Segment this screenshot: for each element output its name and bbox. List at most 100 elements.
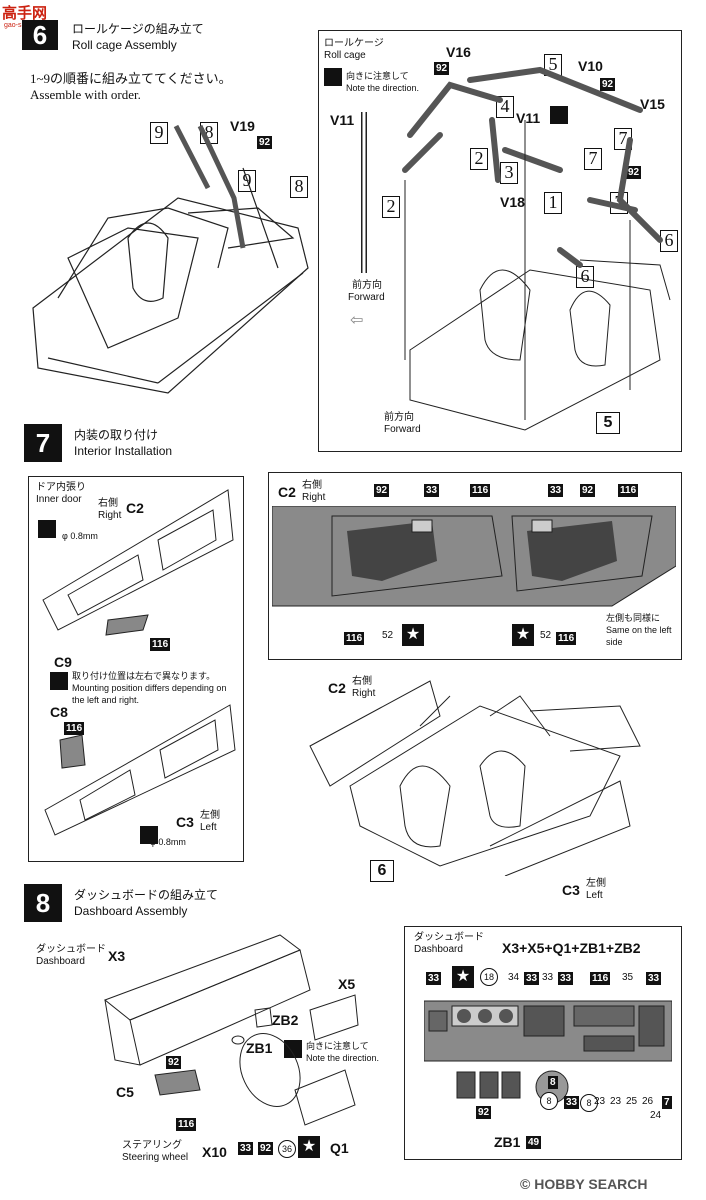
step-8-number: 8 bbox=[24, 884, 62, 922]
paint-33-steer: 33 bbox=[238, 1142, 254, 1155]
car-right-en: Right bbox=[352, 688, 376, 699]
step-6-title-en: Roll cage Assembly bbox=[72, 38, 177, 52]
note-direction-jp: 向きに注意して bbox=[346, 71, 409, 81]
part-2b: 2 bbox=[382, 196, 400, 218]
mount-note-en: Mounting position differs depending on t… bbox=[72, 683, 227, 705]
panel-52-a: 52 bbox=[382, 630, 394, 641]
part-9-left: 9 bbox=[150, 122, 168, 144]
dashboard-jp: ダッシュボード bbox=[36, 944, 106, 955]
dashboard-detail-illustration bbox=[424, 1000, 672, 1062]
paint-92-b: 92 bbox=[434, 62, 450, 75]
dashboard-en: Dashboard bbox=[36, 956, 85, 967]
top-18: 18 bbox=[480, 968, 498, 986]
forward2-en: Forward bbox=[384, 424, 421, 435]
panel-33-b: 33 bbox=[548, 484, 564, 497]
part-c5: C5 bbox=[116, 1084, 134, 1100]
roll-cage-parts-illustration bbox=[402, 66, 671, 431]
part-6b: 6 bbox=[576, 266, 594, 288]
note-direction-en: Note the direction. bbox=[346, 83, 420, 93]
dashboard-illustration bbox=[103, 934, 359, 1126]
drill-icon-2 bbox=[140, 826, 158, 844]
drill-size: φ 0.8mm bbox=[62, 531, 98, 541]
bottom-8-c: 8 bbox=[580, 1094, 598, 1112]
inset-dash-en: Dashboard bbox=[414, 944, 463, 955]
part-c8: C8 bbox=[50, 704, 68, 720]
paint-92-d: 92 bbox=[626, 166, 642, 179]
part-v18: V18 bbox=[500, 194, 525, 210]
panel-92-b: 92 bbox=[580, 484, 596, 497]
bottom-7: 7 bbox=[662, 1096, 672, 1109]
part-3: 3 bbox=[500, 162, 518, 184]
bottom-23-a: 23 bbox=[594, 1096, 606, 1107]
part-v16: V16 bbox=[446, 44, 471, 60]
drill-icon bbox=[38, 520, 56, 538]
part-q1: Q1 bbox=[330, 1140, 349, 1156]
same-left-jp: 左側も同様に bbox=[606, 613, 661, 623]
door-left-jp: 左側 bbox=[200, 810, 220, 821]
step-6-number: 6 bbox=[22, 20, 58, 50]
bottom-33: 33 bbox=[564, 1096, 580, 1109]
star-icon-a: ★ bbox=[402, 624, 424, 646]
forward-jp: 前方向 bbox=[352, 280, 382, 291]
pedals-illustration bbox=[456, 1070, 569, 1104]
caution-icon bbox=[324, 68, 342, 86]
panel-33-a: 33 bbox=[424, 484, 440, 497]
footer-credit: © HOBBY SEARCH bbox=[520, 1176, 648, 1192]
step-7-number: 7 bbox=[24, 424, 62, 462]
part-zb2: ZB2 bbox=[272, 1012, 299, 1028]
step-6-title-jp: ロールケージの組み立て bbox=[72, 22, 204, 36]
caution-icon-2 bbox=[550, 106, 568, 124]
inset-formula: X3+X5+Q1+ZB1+ZB2 bbox=[502, 940, 641, 956]
step-7-title-en: Interior Installation bbox=[74, 444, 173, 458]
part-c9: C9 bbox=[54, 654, 72, 670]
zb1-dir-jp: 向きに注意して bbox=[306, 1041, 369, 1051]
door-panel-left-illustration bbox=[44, 704, 236, 836]
paint-92-a: 92 bbox=[257, 136, 273, 149]
steering-en: Steering wheel bbox=[122, 1152, 189, 1163]
part-1: 1 bbox=[544, 192, 562, 214]
door-en: Inner door bbox=[36, 494, 82, 505]
part-v10: V10 bbox=[578, 58, 603, 74]
panel-right-en: Right bbox=[302, 492, 326, 503]
bottom-8-a: 8 bbox=[540, 1092, 558, 1110]
part-x3: X3 bbox=[108, 948, 126, 964]
inset-title-jp: ロールケージ bbox=[324, 38, 384, 49]
top-33-b: 33 bbox=[524, 972, 540, 985]
caution-icon-3 bbox=[50, 672, 68, 690]
paint-49: 49 bbox=[526, 1136, 542, 1149]
panel-116-d: 116 bbox=[556, 632, 577, 645]
car-c3: C3 bbox=[562, 882, 580, 898]
paint-116-b: 116 bbox=[64, 722, 85, 735]
paint-116-e: 116 bbox=[176, 1118, 197, 1131]
inner-door-box bbox=[28, 476, 244, 862]
top-33-d: 33 bbox=[558, 972, 574, 985]
step-6-order-note: 1~9の順番に組み立ててください。 Assemble with order. bbox=[30, 68, 240, 102]
door-panel-right-illustration bbox=[42, 489, 234, 636]
part-c2-door: C2 bbox=[126, 500, 144, 516]
car-left-jp: 左側 bbox=[586, 878, 606, 889]
top-35: 35 bbox=[622, 972, 634, 983]
caution-icon-4 bbox=[284, 1040, 302, 1058]
site-logo: 高手网 bbox=[2, 5, 48, 22]
zb1-inset-label: ZB1 bbox=[494, 1134, 521, 1150]
bottom-24: 24 bbox=[650, 1110, 662, 1121]
car-right-jp: 右側 bbox=[352, 676, 372, 687]
drill-size-2: φ 0.8mm bbox=[150, 837, 186, 847]
step-8-title-en: Dashboard Assembly bbox=[74, 904, 188, 918]
steering-jp: ステアリング bbox=[122, 1140, 182, 1151]
top-33-a: 33 bbox=[426, 972, 442, 985]
panel-92-a: 92 bbox=[374, 484, 390, 497]
ref-box-5: 5 bbox=[596, 412, 620, 434]
mount-note-jp: 取り付け位置は左右で異なります。 bbox=[72, 671, 216, 681]
door-jp: ドア内張り bbox=[36, 482, 86, 493]
order-note-jp: 1~9の順番に組み立ててください。 bbox=[30, 71, 232, 86]
bottom-25: 25 bbox=[626, 1096, 638, 1107]
part-2a: 2 bbox=[470, 148, 488, 170]
panel-116-a: 116 bbox=[470, 484, 491, 497]
part-x5: X5 bbox=[338, 976, 356, 992]
v11-rod bbox=[361, 112, 367, 273]
door-panel-detail-illustration bbox=[272, 506, 676, 607]
paint-116-a: 116 bbox=[150, 638, 171, 651]
star-icon-b: ★ bbox=[512, 624, 534, 646]
bottom-8-b: 8 bbox=[548, 1076, 558, 1089]
